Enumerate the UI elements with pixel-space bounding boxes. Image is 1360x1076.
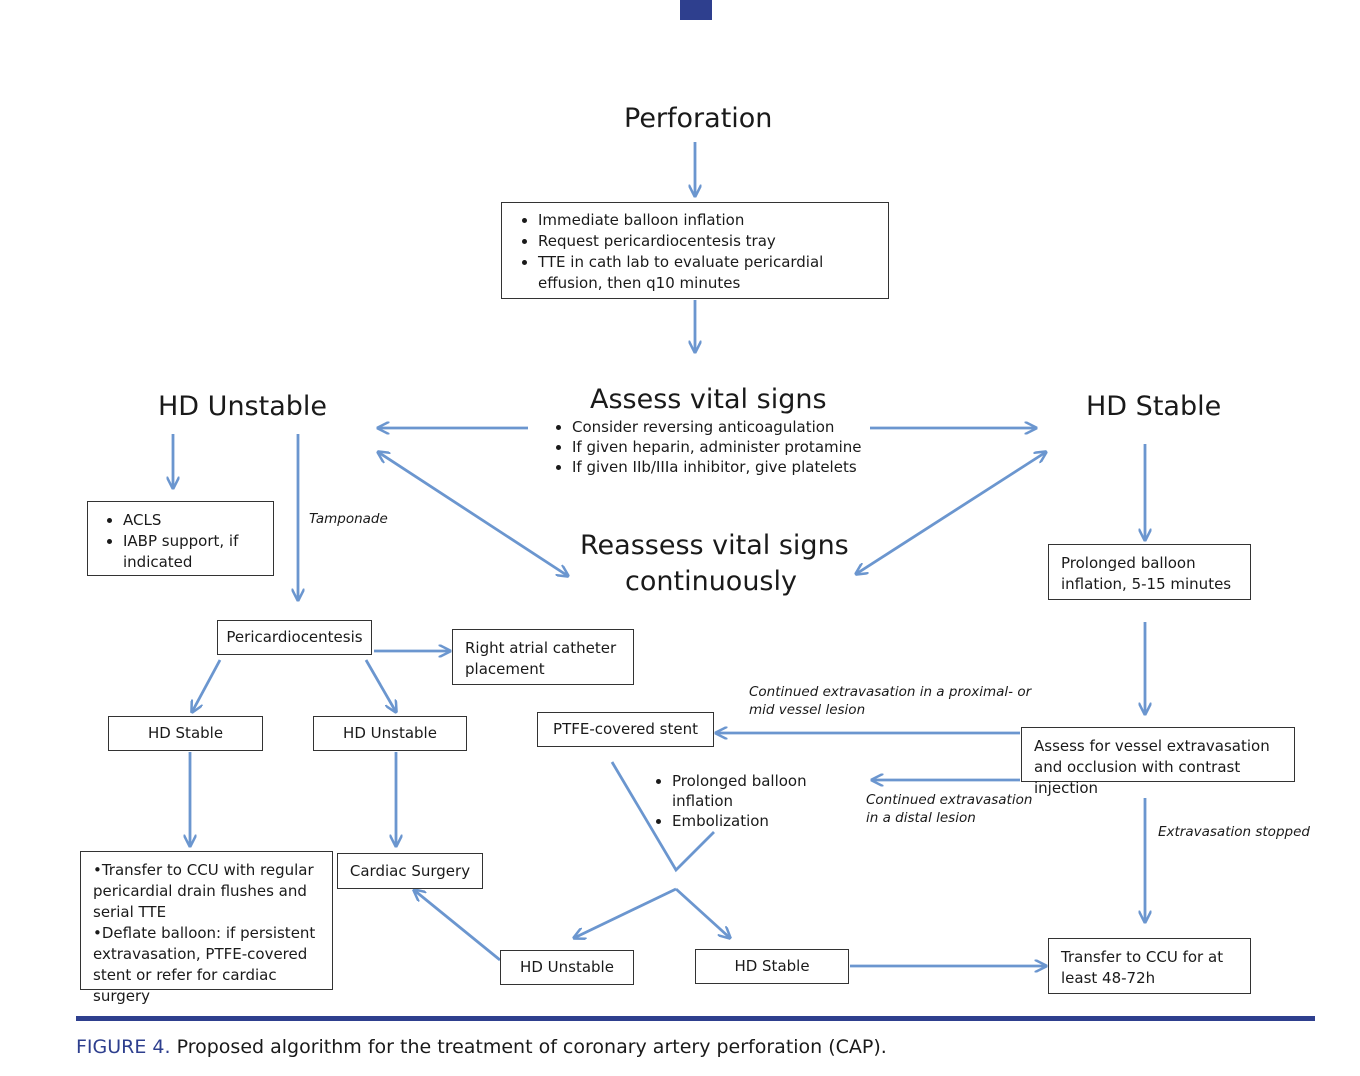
immediate-item: Immediate balloon inflation [538, 210, 888, 231]
continued-distal-label: Continued extravasation in a distal lesi… [866, 792, 1033, 826]
reassess-line-2: continuously [625, 566, 797, 597]
reassess-line-1: Reassess vital signs [580, 530, 849, 561]
pericardiocentesis-box: Pericardiocentesis [217, 620, 372, 655]
extravasation-stopped-label: Extravasation stopped [1158, 824, 1310, 840]
arrow-hd-unstable-to-surgery-bottom [414, 890, 501, 962]
cardiac-surgery-box: Cardiac Surgery [337, 853, 483, 889]
assess-extravasation-box: Assess for vessel extravasation and occl… [1021, 727, 1295, 797]
hd-stable-left-box: HD Stable [108, 716, 263, 751]
figure-label: FIGURE 4. [76, 1036, 171, 1058]
immediate-item: Request pericardiocentesis tray [538, 231, 888, 252]
acls-item: IABP support, if indicated [123, 531, 273, 573]
immediate-item: TTE in cath lab to evaluate pericardial … [538, 252, 888, 294]
ptfe-stent-box: PTFE-covered stent [537, 712, 714, 747]
prolonged-inflation-list: Prolonged balloon inflation Embolization [652, 771, 872, 831]
hd-unstable-left-box: HD Unstable [313, 716, 467, 751]
transfer-left-item: •Transfer to CCU with regular pericardia… [93, 861, 314, 921]
connector-merge [610, 761, 715, 873]
assess-item: Consider reversing anticoagulation [572, 417, 872, 437]
figure-caption: FIGURE 4. Proposed algorithm for the tre… [76, 1036, 887, 1058]
hd-stable-bottom-box: HD Stable [695, 949, 849, 984]
caption-rule [76, 1016, 1315, 1021]
figure-caption-text: Proposed algorithm for the treatment of … [170, 1036, 887, 1058]
prolonged-item: Embolization [672, 811, 872, 831]
assess-item: If given heparin, administer protamine [572, 437, 872, 457]
perforation-title: Perforation [624, 103, 773, 134]
arrow-merge-to-hd-stable [675, 887, 730, 938]
prolonged-item: Prolonged balloon inflation [672, 771, 872, 811]
assess-item: If given IIb/IIIa inhibitor, give platel… [572, 457, 872, 477]
tamponade-label: Tamponade [309, 511, 388, 527]
arrow-merge-to-hd-unstable [574, 887, 677, 938]
transfer-left-item: •Deflate balloon: if persistent extravas… [93, 924, 316, 1005]
arrow-pericardio-to-hd-unstable [364, 659, 396, 712]
immediate-actions-box: Immediate balloon inflation Request peri… [501, 202, 889, 299]
prolonged-balloon-box: Prolonged balloon inflation, 5-15 minute… [1048, 544, 1251, 600]
assess-vital-signs-title: Assess vital signs [590, 384, 827, 415]
acls-item: ACLS [123, 510, 273, 531]
assess-items: Consider reversing anticoagulation If gi… [552, 417, 872, 477]
arrow-pericardio-to-hd-stable [192, 659, 222, 712]
acls-box: ACLS IABP support, if indicated [87, 501, 274, 576]
right-atrial-catheter-box: Right atrial catheter placement [452, 629, 634, 685]
transfer-ccu-drain-box: •Transfer to CCU with regular pericardia… [80, 851, 333, 1005]
hd-unstable-heading: HD Unstable [158, 391, 328, 422]
transfer-ccu-box: Transfer to CCU for at least 48-72h [1048, 938, 1251, 994]
hd-unstable-bottom-box: HD Unstable [500, 950, 634, 985]
arrow-stable-reassess [856, 452, 1046, 574]
arrow-unstable-reassess [378, 452, 568, 576]
header-color-block [680, 0, 712, 20]
continued-proximal-label: Continued extravasation in a proximal- o… [749, 684, 1032, 718]
hd-stable-heading: HD Stable [1086, 391, 1222, 422]
